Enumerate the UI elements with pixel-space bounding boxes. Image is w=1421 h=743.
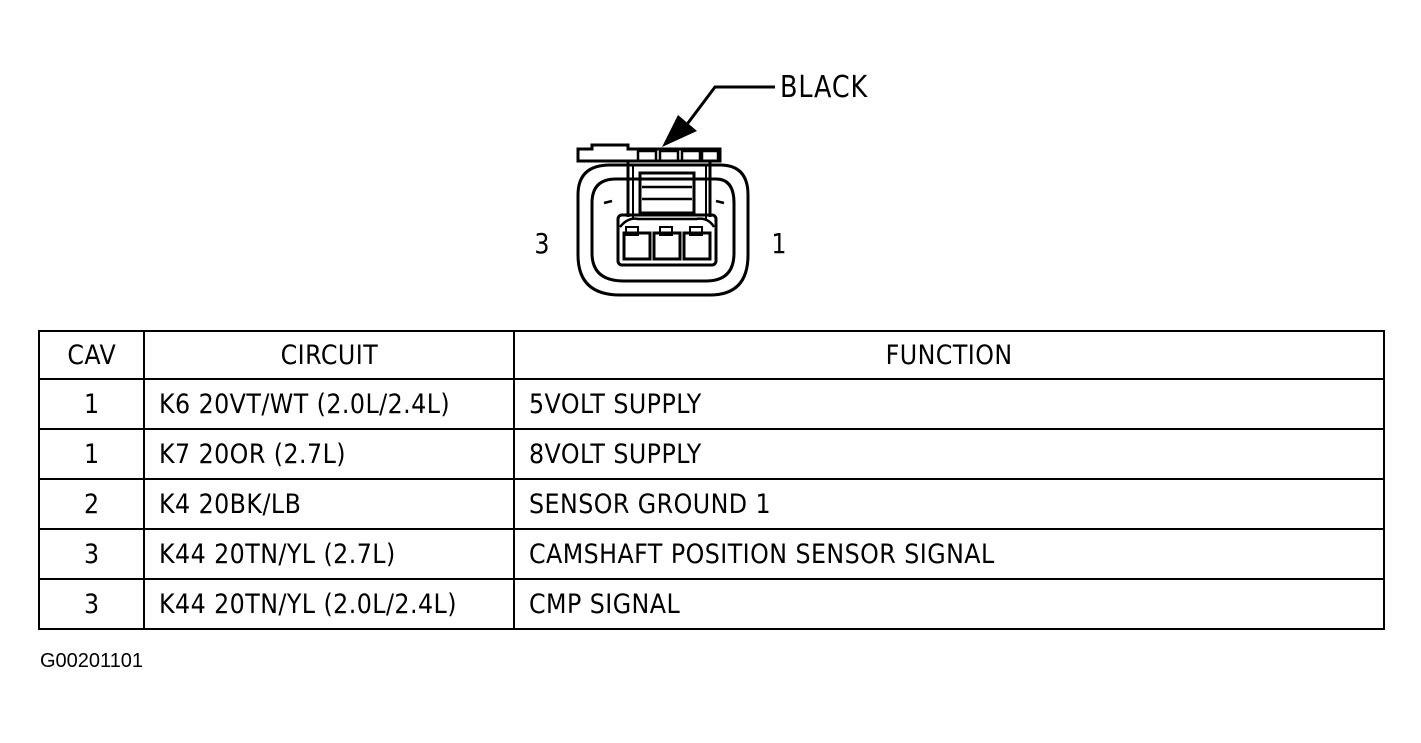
cell-circuit: K7 20OR (2.7L) [143,428,515,480]
header-cav: CAV [38,330,145,380]
callout-leader-line [683,85,775,128]
cell-cav: 2 [38,478,145,530]
cell-circuit: K4 20BK/LB [143,478,515,530]
housing-tick [715,199,725,205]
figure-id: G00201101 [40,650,144,672]
cell-cav: 3 [38,578,145,630]
terminal-block [616,213,718,267]
callout-arrowhead [662,115,697,147]
tab-rib [636,149,658,163]
locking-tab [576,143,722,163]
cavity-1 [682,231,712,261]
cavity-1-cap [689,226,703,236]
latch-body [626,161,712,217]
cell-cav: 1 [38,428,145,480]
table-row: 3 K44 20TN/YL (2.7L) CAMSHAFT POSITION S… [38,528,1385,580]
connector-housing-inner [590,177,736,283]
table-row: 1 K6 20VT/WT (2.0L/2.4L) 5VOLT SUPPLY [38,378,1385,430]
cell-circuit: K6 20VT/WT (2.0L/2.4L) [143,378,515,430]
cavity-3-cap [625,226,639,236]
table-row: 3 K44 20TN/YL (2.0L/2.4L) CMP SIGNAL [38,578,1385,630]
header-circuit: CIRCUIT [143,330,515,380]
cell-function: CMP SIGNAL [513,578,1385,630]
cavity-2-cap [659,226,673,236]
connector-housing-outer [576,163,750,297]
callout-color-label: BLACK [780,70,869,105]
cavity-3-label: 3 [534,227,550,260]
tab-rib [680,149,702,163]
cell-function: SENSOR GROUND 1 [513,478,1385,530]
cell-function: 8VOLT SUPPLY [513,428,1385,480]
cavity-1-label: 1 [771,227,787,260]
cell-cav: 1 [38,378,145,430]
terminal-block-top [619,217,716,228]
latch-window [638,171,696,215]
pinout-table: CAV CIRCUIT FUNCTION 1 K6 20VT/WT (2.0L/… [38,330,1385,630]
cell-function: CAMSHAFT POSITION SENSOR SIGNAL [513,528,1385,580]
table-row: 2 K4 20BK/LB SENSOR GROUND 1 [38,478,1385,530]
cell-circuit: K44 20TN/YL (2.7L) [143,528,515,580]
cell-circuit: K44 20TN/YL (2.0L/2.4L) [143,578,515,630]
connector-face-diagram [576,85,775,297]
cavity-2 [652,231,682,261]
cell-cav: 3 [38,528,145,580]
tab-rib [658,149,680,163]
cavity-3 [622,231,652,261]
header-function: FUNCTION [513,330,1385,380]
cell-function: 5VOLT SUPPLY [513,378,1385,430]
table-row: 1 K7 20OR (2.7L) 8VOLT SUPPLY [38,428,1385,480]
housing-tick [603,199,613,205]
table-header-row: CAV CIRCUIT FUNCTION [38,330,1385,380]
